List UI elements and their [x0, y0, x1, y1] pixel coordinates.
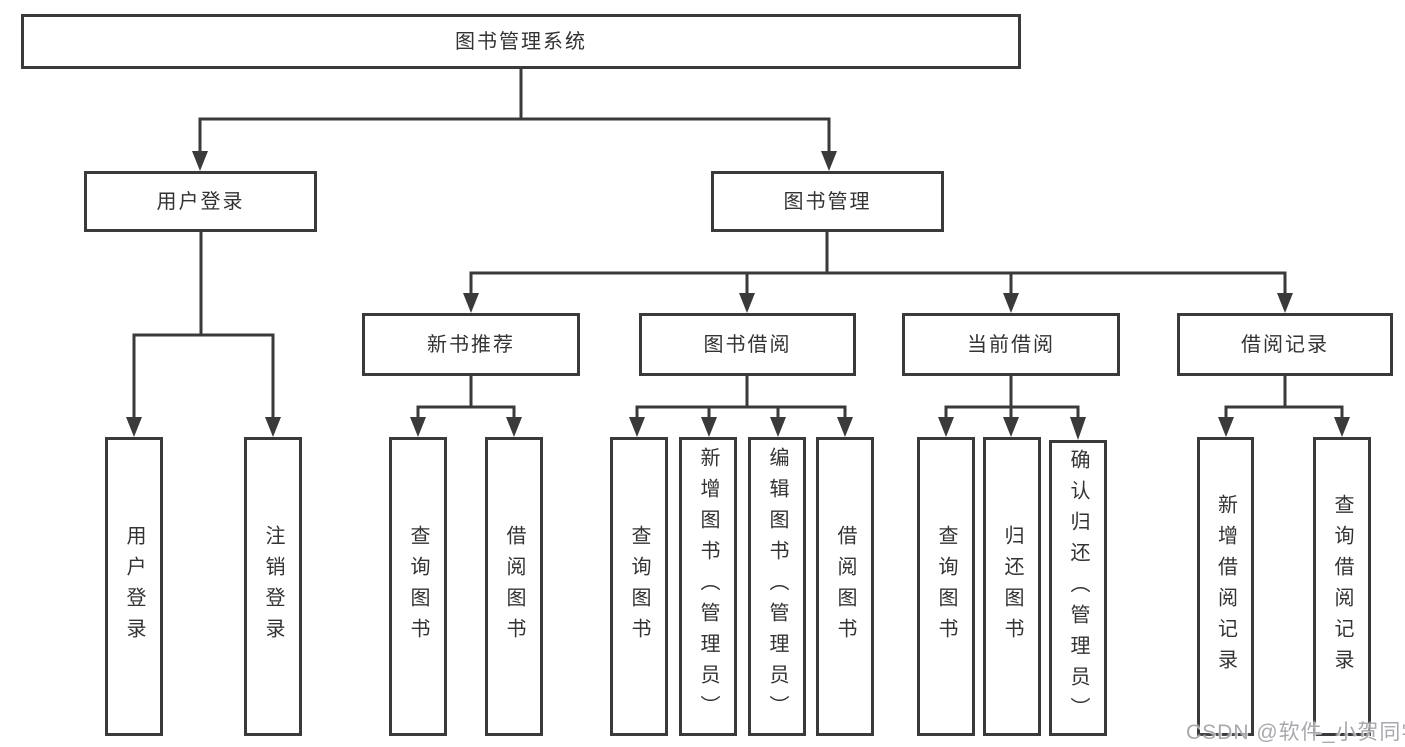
leaf-cb-return-books: 归还图书: [983, 437, 1041, 736]
node-book-borrowing: 图书借阅: [639, 313, 856, 376]
node-book-management: 图书管理: [711, 171, 944, 232]
leaf-cb-confirm-return-admin: 确认归还（管理员）: [1049, 440, 1107, 736]
node-user-login: 用户登录: [84, 171, 317, 232]
csdn-watermark: CSDN @软件_小贺同学: [1186, 721, 1405, 744]
leaf-cb-query-books: 查询图书: [917, 437, 975, 736]
node-current-borrowing: 当前借阅: [902, 313, 1120, 376]
leaf-bb-add-books-admin: 新增图书（管理员）: [679, 437, 737, 736]
leaf-bb-edit-books-admin: 编辑图书（管理员）: [748, 437, 806, 736]
leaf-nbr-query-books: 查询图书: [389, 437, 447, 736]
leaf-br-add-record: 新增借阅记录: [1197, 437, 1254, 736]
leaf-nbr-borrow-books: 借阅图书: [485, 437, 543, 736]
leaf-user-login: 用户登录: [105, 437, 163, 736]
node-borrowing-records: 借阅记录: [1177, 313, 1393, 376]
node-new-book-recommendation: 新书推荐: [362, 313, 580, 376]
leaf-bb-borrow-books: 借阅图书: [816, 437, 874, 736]
leaf-br-query-record: 查询借阅记录: [1313, 437, 1371, 736]
node-library-management-system: 图书管理系统: [21, 14, 1021, 69]
leaf-bb-query-books: 查询图书: [610, 437, 668, 736]
leaf-logout: 注销登录: [244, 437, 302, 736]
